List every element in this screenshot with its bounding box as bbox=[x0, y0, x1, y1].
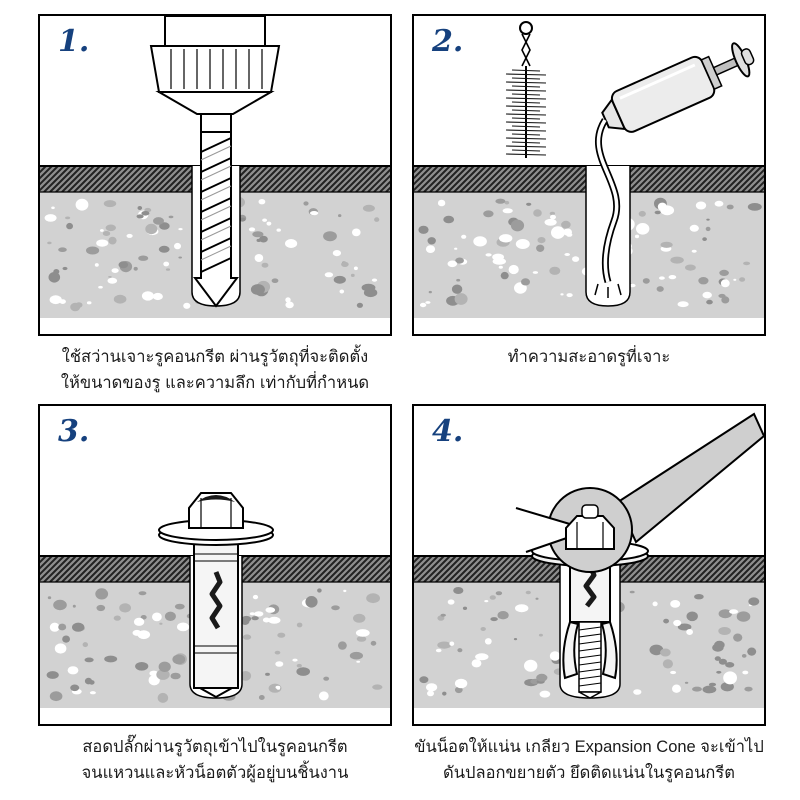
step-number-4: 4. bbox=[432, 414, 464, 450]
expansion-slot bbox=[209, 571, 223, 630]
caption-line: ใช้สว่านเจาะรูคอนกรีต ผ่านรูวัตถุที่จะติ… bbox=[61, 348, 369, 366]
step-2-frame: 2. bbox=[412, 14, 766, 336]
blow-pump-icon bbox=[594, 42, 755, 298]
caption-line: จนแหวนและหัวน็อตตัวผู้อยู่บนชิ้นงาน bbox=[81, 763, 349, 782]
cleaning-brush-icon bbox=[505, 21, 547, 158]
caption-line: ทำความสะอาดรูที่เจาะ bbox=[507, 348, 671, 366]
step-3-frame: 3. bbox=[38, 404, 392, 727]
step-panel-1: 1. bbox=[38, 14, 392, 396]
stud-tip bbox=[581, 504, 599, 519]
caption-line: ขันน็อตให้แน่น เกลียว Expansion Cone จะเ… bbox=[414, 738, 764, 757]
step-panel-2: 2. bbox=[412, 14, 766, 396]
anchor-insert-illustration bbox=[40, 492, 390, 709]
hex-nut bbox=[565, 504, 615, 551]
step-1-caption: ใช้สว่านเจาะรูคอนกรีต ผ่านรูวัตถุที่จะติ… bbox=[38, 345, 392, 396]
caption-line: ให้ขนาดของรู และความลึก เท่ากับที่กำหนด bbox=[60, 373, 370, 392]
caption-line: สอดปลั๊กผ่านรูวัตถุเข้าไปในรูคอนกรีต bbox=[82, 738, 348, 757]
cleaning-illustration bbox=[414, 21, 764, 318]
step-2-caption: ทำความสะอาดรูที่เจาะ bbox=[412, 345, 766, 371]
expansion-wing-right bbox=[600, 620, 618, 680]
step-3-caption: สอดปลั๊กผ่านรูวัตถุเข้าไปในรูคอนกรีต จนแ… bbox=[38, 735, 392, 786]
step-number-1: 1. bbox=[58, 24, 90, 59]
hex-head bbox=[188, 492, 244, 530]
step-number-2: 2. bbox=[432, 24, 464, 59]
concrete-section bbox=[414, 165, 764, 318]
step-panel-4: 4. bbox=[412, 404, 766, 786]
step-number-3: 3. bbox=[58, 414, 90, 450]
sleeve-anchor bbox=[158, 492, 274, 699]
step-4-frame: 4. bbox=[412, 404, 766, 727]
step-1-frame: 1. bbox=[38, 14, 392, 336]
wrench-tighten-illustration bbox=[414, 412, 764, 709]
expansion-wing-left bbox=[562, 620, 580, 680]
drill-bit bbox=[149, 16, 281, 308]
caption-line: ดันปลอกขยายตัว ยึดติดแน่นในรูคอนกรีต bbox=[443, 763, 735, 782]
step-panel-3: 3. bbox=[38, 404, 392, 786]
drill-illustration bbox=[40, 16, 390, 318]
step-4-caption: ขันน็อตให้แน่น เกลียว Expansion Cone จะเ… bbox=[412, 735, 766, 786]
